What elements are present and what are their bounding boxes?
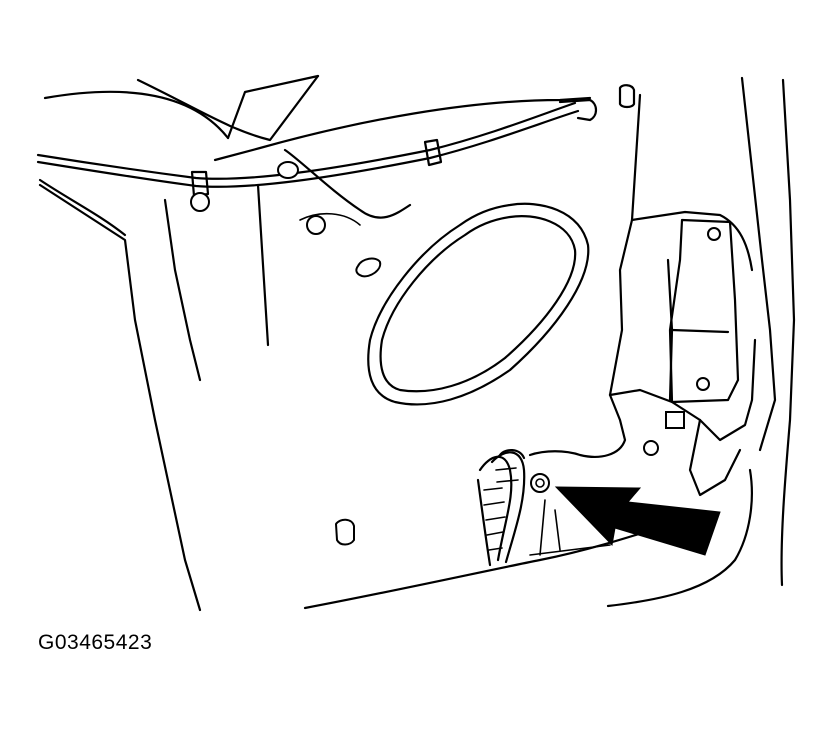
clip-grommet — [190, 192, 210, 212]
small-tab-top-right — [618, 84, 636, 109]
cable-clip-left — [190, 170, 210, 198]
arrow-pointer — [554, 486, 721, 556]
bracket-upper-hole — [707, 227, 721, 241]
sill-inner-line — [529, 544, 611, 556]
bracket-inner-line — [670, 328, 730, 334]
pillar-top-line — [226, 74, 320, 140]
roof-edge-line — [43, 90, 230, 140]
cable-lower — [36, 109, 580, 188]
latch-lower — [688, 418, 742, 497]
cable-end-fitting — [558, 98, 598, 122]
latch-body — [608, 338, 757, 442]
slot-hole — [355, 257, 382, 278]
access-opening-inner — [379, 215, 577, 393]
bracket-plate — [668, 218, 740, 404]
harness-wire-3 — [476, 478, 492, 567]
latch-square-hole — [665, 411, 685, 429]
lower-left-hole — [334, 518, 355, 546]
bracket-lower-hole — [696, 377, 710, 391]
left-inner-edge — [163, 198, 202, 382]
right-outer-edge — [740, 76, 777, 452]
mid-hole — [306, 215, 326, 235]
right-far-edge — [780, 78, 796, 587]
right-pillar-edge — [608, 93, 642, 397]
harness-wire-2 — [490, 451, 526, 564]
upper-trim-line — [136, 74, 320, 142]
sill-curve-right — [606, 468, 753, 608]
bolt — [530, 473, 550, 493]
harness-wrap — [483, 467, 519, 551]
bolt-bracket-hatch — [539, 499, 561, 556]
left-panel-edge — [38, 183, 202, 612]
access-opening-outer — [367, 202, 590, 406]
bolt-center — [535, 478, 545, 488]
panel-contour-left — [256, 183, 270, 347]
harness-clip — [498, 449, 526, 460]
latch-round-hole — [643, 440, 659, 456]
latch-bottom-curve — [528, 393, 627, 458]
panel-upper-edge — [213, 96, 592, 162]
panel-contour-mid — [283, 148, 412, 219]
floor-edge — [303, 516, 692, 610]
bracket-side-line — [666, 258, 674, 402]
upper-hole — [277, 161, 299, 179]
left-trim-line — [38, 178, 127, 237]
harness-wire-1 — [478, 455, 513, 562]
panel-contour-inner — [299, 212, 361, 226]
cable-clip-right — [423, 138, 443, 167]
figure-code-caption: G03465423 — [38, 631, 153, 654]
bracket-top — [630, 210, 754, 272]
